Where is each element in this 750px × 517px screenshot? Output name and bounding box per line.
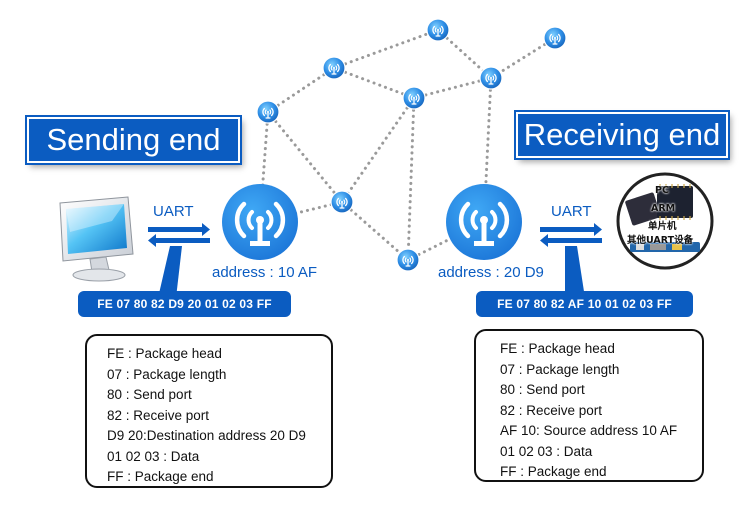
wireless-node-icon (543, 26, 567, 50)
device-label-pc: PC (655, 185, 669, 196)
legend-line: 80 : Send port (107, 387, 192, 402)
wireless-node-icon (396, 248, 420, 272)
sender-bidirectional-arrow-icon (148, 223, 210, 247)
legend-line: 01 02 03 : Data (107, 448, 200, 464)
legend-line: 07 : Package length (500, 361, 620, 377)
receiver-callout-pointer (565, 246, 585, 298)
wireless-node-icon (330, 190, 354, 214)
receiver-node-icon (446, 184, 522, 260)
sender-uart-label: UART (153, 203, 194, 220)
legend-line: 82 : Receive port (500, 402, 603, 418)
mesh-nodes (256, 18, 567, 272)
legend-line: 82 : Receive port (107, 407, 210, 423)
wireless-node-icon (426, 18, 450, 42)
legend-line: 07 : Package length (107, 366, 227, 382)
legend-line: FF : Package end (107, 469, 214, 484)
device-label-other: 其他UART设备 (627, 235, 694, 246)
wireless-node-icon (402, 86, 426, 110)
receiver-legend: FE : Package head 07 : Package length 80… (474, 329, 704, 482)
sender-node-icon (222, 184, 298, 260)
receiver-address-label: address : 20 D9 (438, 264, 544, 281)
legend-line: D9 20:Destination address 20 D9 (107, 428, 306, 443)
legend-line: 80 : Send port (500, 382, 585, 397)
wireless-node-icon (322, 56, 346, 80)
device-chips-icon (616, 172, 714, 270)
device-label-arm: ARM (651, 203, 676, 214)
legend-line: 01 02 03 : Data (500, 443, 593, 459)
mesh-links (258, 28, 557, 262)
computer-monitor-icon (59, 196, 134, 282)
sender-callout-pointer (158, 246, 182, 298)
sender-legend: FE : Package head 07 : Package length 80… (85, 334, 333, 488)
receiver-uart-label: UART (551, 203, 592, 220)
device-label-mcu: 单片机 (648, 221, 677, 232)
sender-address-label: address : 10 AF (212, 264, 318, 281)
receiver-bidirectional-arrow-icon (540, 223, 602, 247)
legend-line: FE : Package head (500, 341, 615, 356)
wireless-node-icon (256, 100, 280, 124)
sender-title: Sending end (27, 117, 240, 163)
receiver-title: Receiving end (516, 112, 728, 158)
legend-line: AF 10: Source address 10 AF (500, 423, 678, 438)
receiver-packet-bar: FE 07 80 82 AF 10 01 02 03 FF (476, 291, 693, 317)
legend-line: FE : Package head (107, 346, 222, 361)
sender-packet-bar: FE 07 80 82 D9 20 01 02 03 FF (78, 291, 291, 317)
wireless-node-icon (479, 66, 503, 90)
legend-line: FF : Package end (500, 464, 607, 479)
